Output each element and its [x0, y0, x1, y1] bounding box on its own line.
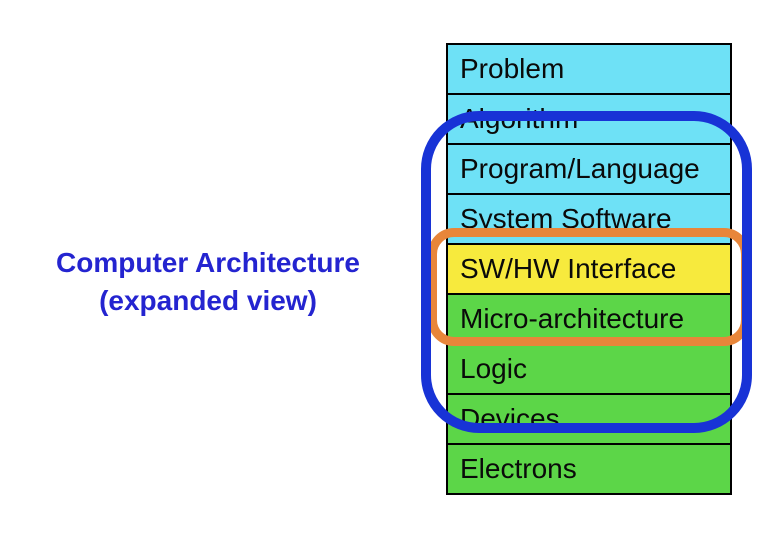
stack-layer: Electrons	[446, 443, 732, 495]
layer-stack: Problem Algorithm Program/Language Syste…	[446, 43, 732, 495]
stack-layer: SW/HW Interface	[446, 243, 732, 295]
stack-layer-label: Problem	[460, 53, 565, 84]
stack-layer-label: Logic	[460, 353, 527, 384]
stack-layer-label: SW/HW Interface	[460, 253, 677, 284]
stack-layer: System Software	[446, 193, 732, 245]
stack-layer: Problem	[446, 43, 732, 95]
stack-layer: Micro-architecture	[446, 293, 732, 345]
stack-layer: Algorithm	[446, 93, 732, 145]
stack-layer-label: Micro-architecture	[460, 303, 685, 334]
caption-line-2: (expanded view)	[99, 285, 317, 316]
stack-layer: Devices	[446, 393, 732, 445]
caption: Computer Architecture (expanded view)	[18, 244, 398, 320]
stack-layer-label: Devices	[460, 403, 560, 434]
stack-layer-label: System Software	[460, 203, 672, 234]
stack-layer: Program/Language	[446, 143, 732, 195]
caption-line-1: Computer Architecture	[56, 247, 360, 278]
stack-layer-label: Electrons	[460, 453, 577, 484]
stack-layer-label: Algorithm	[460, 103, 579, 134]
stack-layer: Logic	[446, 343, 732, 395]
stack-layer-label: Program/Language	[460, 153, 700, 184]
